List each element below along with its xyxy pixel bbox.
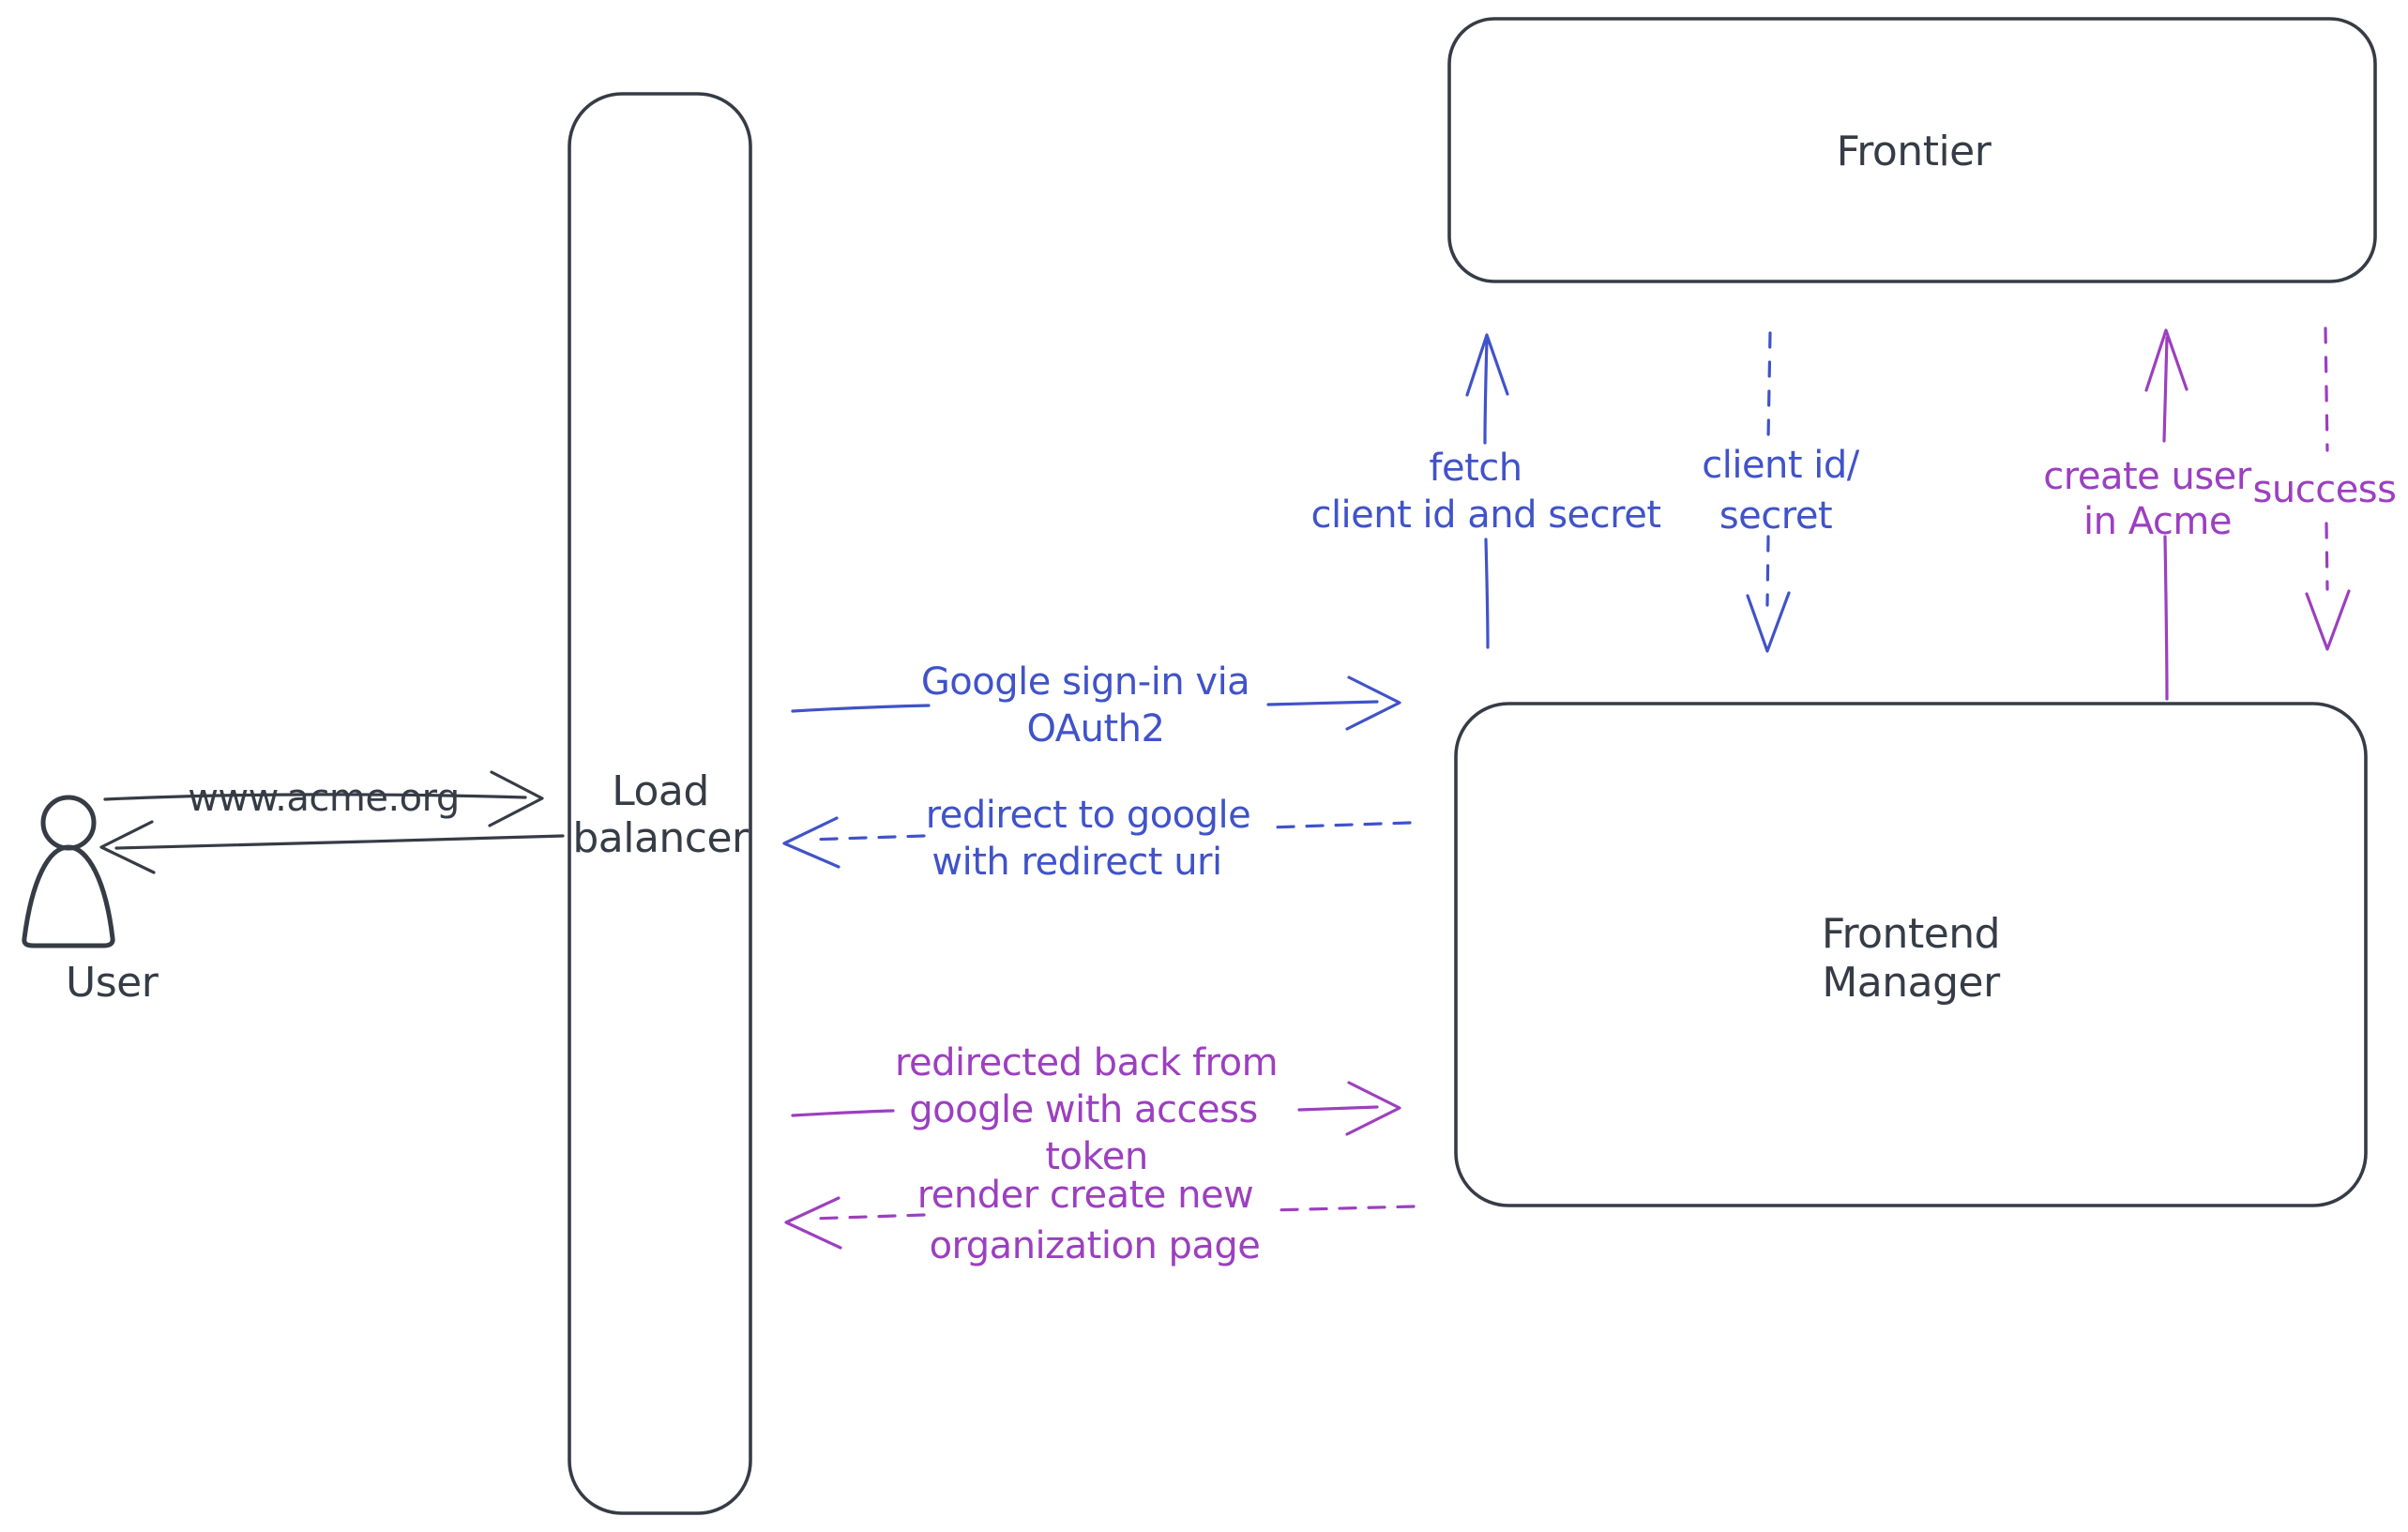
arrow-shaft (810, 1213, 926, 1221)
flow-www-acme: www.acme.org (103, 770, 544, 827)
frontend-manager-box (1454, 702, 2368, 1207)
frontier-label: Frontier (1837, 128, 1992, 175)
arrowhead (1746, 591, 1791, 653)
arrow-shaft (2325, 522, 2329, 591)
arrow-label-redirected-back-line2: google with access (909, 1088, 1258, 1131)
arrow-shaft (791, 1109, 895, 1117)
arrowhead (1465, 333, 1509, 397)
flow-create-user: create user in Acme (2043, 328, 2252, 701)
arrow-shaft (807, 834, 926, 842)
arrowhead (99, 820, 156, 874)
arrow-label-create-user-line1: create user (2043, 455, 2251, 498)
flow-client-id-secret: client id/ secret (1702, 331, 1860, 653)
flow-reply-to-user (99, 820, 565, 874)
frontend-manager-label-line2: Manager (1822, 959, 2001, 1007)
arrowhead (1345, 1081, 1401, 1136)
arrow-label-success: success (2253, 468, 2397, 511)
arrow-label-client-id-line1: client id/ (1702, 444, 1860, 487)
flow-redirected-back: redirected back from google with access … (791, 1041, 1401, 1178)
arrow-shaft (791, 704, 931, 713)
arrowhead (2144, 328, 2188, 392)
arrow-label-client-id-line2: secret (1719, 494, 1832, 538)
arrow-shaft (2163, 535, 2169, 701)
arrowhead (782, 816, 841, 869)
arrow-shaft (1266, 821, 1412, 829)
arrow-shaft (2162, 336, 2169, 443)
user-figure (22, 795, 115, 948)
arrow-label-create-user-line2: in Acme (2083, 500, 2232, 543)
arrow-shaft (2324, 326, 2329, 452)
load-balancer-label-line2: balancer (572, 814, 750, 862)
arrow-label-fetch-line2: client id and secret (1310, 493, 1660, 537)
arrowhead (1345, 675, 1401, 731)
arrowhead (488, 770, 544, 827)
load-balancer-box (568, 92, 752, 1515)
arrow-label-render-page-line1: render create new (917, 1174, 1254, 1217)
arrow-label-redirect-google-line2: with redirect uri (931, 841, 1221, 884)
frontier-box (1447, 17, 2377, 283)
arrow-label-google-signin-line1: Google sign-in via (921, 660, 1249, 704)
arrow-shaft (114, 834, 565, 850)
arrowhead (784, 1196, 842, 1250)
arrow-label-fetch-line1: fetch (1429, 447, 1522, 490)
arrow-label-redirect-google-line1: redirect to google (926, 794, 1251, 837)
user-body (22, 844, 115, 948)
arrow-shaft (1766, 331, 1772, 441)
arrow-label-render-page-line2: organization page (930, 1224, 1261, 1267)
arrow-shaft (1765, 535, 1770, 607)
arrow-shaft (1483, 338, 1489, 445)
arrow-label-redirected-back-line1: redirected back from (895, 1041, 1278, 1085)
arrow-shaft (1484, 538, 1490, 649)
frontend-manager-label-line1: Frontend (1822, 910, 2000, 958)
arrowhead (2305, 589, 2351, 651)
user-label: User (66, 959, 159, 1007)
arrow-label-www-acme: www.acme.org (188, 777, 460, 820)
arrow-label-redirected-back-line3: token (1045, 1135, 1147, 1178)
flow-render-page: render create new organization page (784, 1174, 1416, 1267)
flow-fetch-secret: fetch client id and secret (1310, 333, 1661, 649)
flow-google-signin: Google sign-in via OAuth2 (791, 660, 1401, 751)
flow-redirect-google: redirect to google with redirect uri (782, 794, 1412, 884)
arrow-shaft (1266, 700, 1379, 706)
arrow-shaft (1297, 1105, 1379, 1112)
user-head (40, 795, 97, 851)
arrow-label-google-signin-line2: OAuth2 (1027, 707, 1165, 751)
load-balancer-label-line1: Load (612, 767, 709, 815)
arrow-shaft (1269, 1205, 1416, 1212)
arrow-shaft (103, 793, 527, 801)
flow-success: success (2253, 326, 2397, 651)
